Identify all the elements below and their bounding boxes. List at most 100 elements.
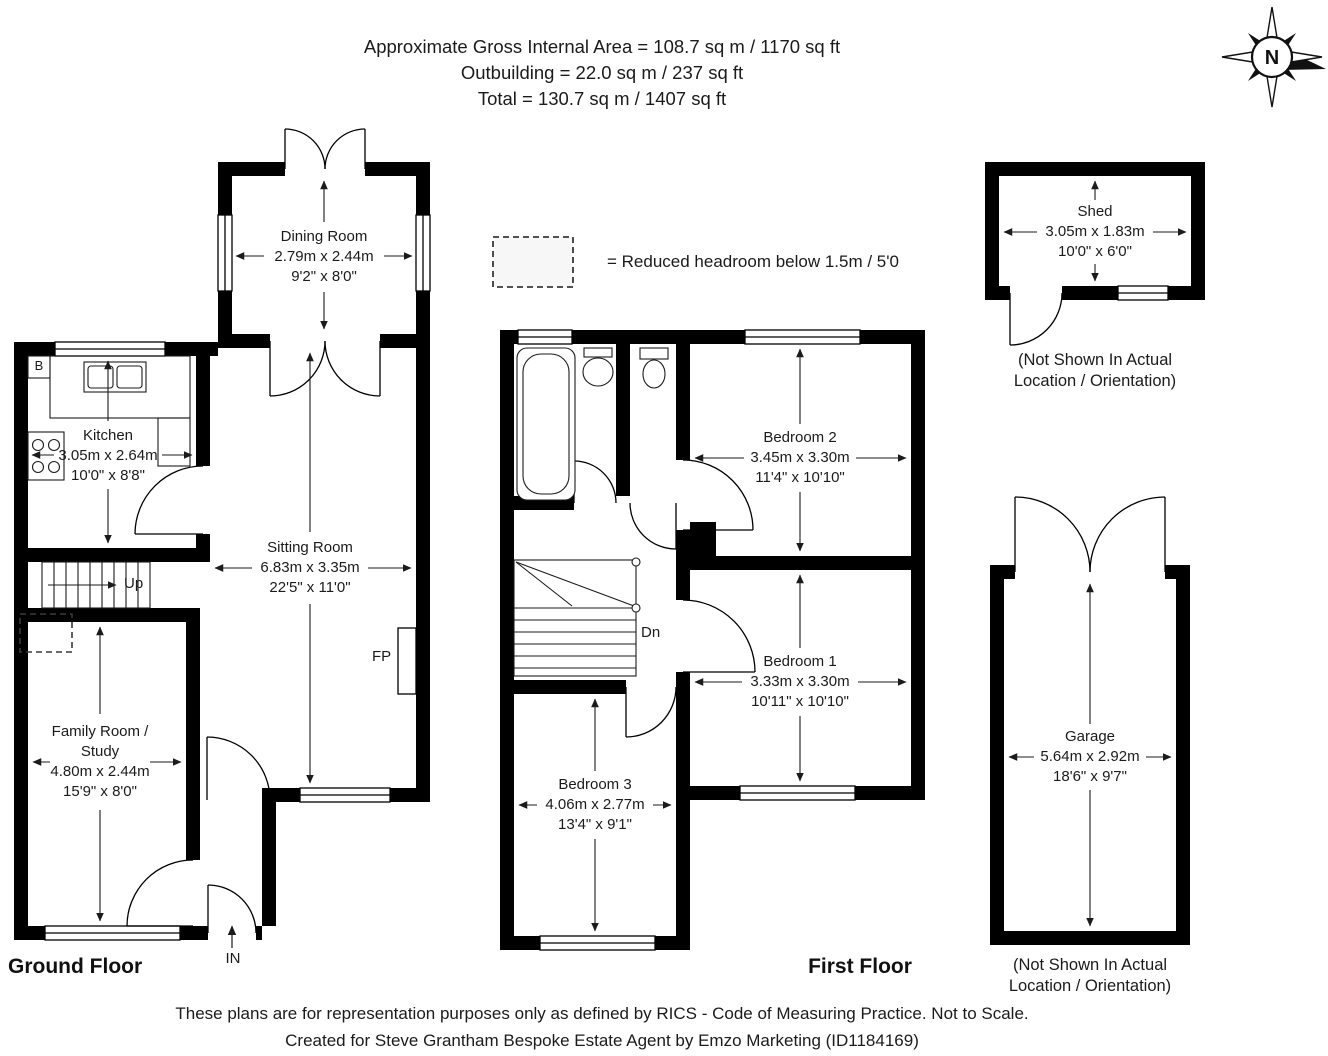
- legend-label: = Reduced headroom below 1.5m / 5'0: [607, 252, 899, 271]
- room-name: Dining Room: [280, 228, 368, 245]
- door-swing-icon: [682, 459, 754, 531]
- kitchen-label: Kitchen 3.05m x 2.64m 10'0" x 8'8": [58, 426, 157, 486]
- dining-room-label: Dining Room 2.79m x 2.44m 9'2" x 8'0": [274, 227, 373, 287]
- room-name: Family Room /: [51, 723, 149, 740]
- door-swing-icon: [134, 465, 204, 535]
- window-icon: [299, 787, 391, 803]
- window-icon: [517, 329, 573, 345]
- bedroom3-label: Bedroom 3 4.06m x 2.77m 13'4" x 9'1": [545, 775, 644, 835]
- entrance-label: IN: [225, 950, 241, 967]
- shed-walls: [985, 162, 1205, 300]
- ground-floor-doors: [126, 128, 381, 934]
- kitchen-counter-return: [157, 417, 191, 467]
- room-size-imperial: 9'2" x 8'0": [291, 268, 357, 285]
- bathroom-fixtures: [516, 347, 669, 501]
- shed-note: (Not Shown In Actual Location / Orientat…: [1013, 351, 1177, 390]
- window-icon: [54, 341, 166, 357]
- door-swing-icon: [324, 340, 381, 397]
- ground-floor-windows: [44, 214, 431, 941]
- door-swing-icon: [1014, 496, 1091, 573]
- kitchen-sink-icon: [83, 361, 147, 393]
- room-name: Bedroom 2: [763, 429, 837, 446]
- fireplace-label: FP: [372, 648, 392, 665]
- room-size-imperial: 13'4" x 9'1": [558, 816, 632, 833]
- first-floor-title: First Floor: [808, 955, 912, 978]
- door-swing-icon: [284, 128, 326, 170]
- first-floor-walls: [500, 330, 925, 950]
- door-swing-icon: [206, 736, 271, 801]
- window-icon: [217, 214, 233, 292]
- footer-disclaimer: These plans are for representation purpo…: [175, 1004, 1029, 1023]
- window-icon: [744, 329, 861, 345]
- stairs-down-label: Dn: [641, 624, 661, 641]
- window-icon: [44, 925, 181, 941]
- room-size-imperial: 10'0" x 8'8": [71, 467, 145, 484]
- staircase-up: [41, 561, 151, 609]
- first-floor-plan: [500, 329, 925, 951]
- door-swing-icon: [625, 686, 677, 738]
- room-size-metric: 5.64m x 2.92m: [1040, 748, 1140, 765]
- room-name: Kitchen: [82, 427, 134, 444]
- fireplace-icon: [397, 627, 417, 695]
- room-size-imperial: 15'9" x 8'0": [63, 783, 137, 800]
- toilet-icon: [639, 347, 669, 389]
- header-outbuilding-line: Outbuilding = 22.0 sq m / 237 sq ft: [460, 62, 744, 83]
- garage-label: Garage 5.64m x 2.92m 18'6" x 9'7": [1040, 727, 1139, 787]
- shed-dimension-arrows: [1003, 180, 1187, 282]
- family-room-label: Family Room / Study 4.80m x 2.44m 15'9" …: [50, 722, 149, 802]
- door-swing-icon: [1009, 292, 1063, 346]
- legend-sample-box: [492, 236, 574, 288]
- room-size-metric: 4.80m x 2.44m: [50, 763, 150, 780]
- room-size-imperial: 11'4" x 10'10": [755, 469, 845, 486]
- bedroom1-label: Bedroom 1 3.33m x 3.30m 10'11" x 10'10": [750, 652, 849, 712]
- room-name: Bedroom 1: [763, 653, 837, 670]
- window-icon: [739, 785, 856, 801]
- garage-dimension-arrows: [1008, 583, 1172, 927]
- room-name: Shed: [1077, 203, 1113, 220]
- room-name: Sitting Room: [267, 539, 353, 556]
- room-name: Garage: [1064, 728, 1116, 745]
- door-swing-icon: [324, 128, 366, 170]
- window-icon: [415, 214, 431, 292]
- garage-doors: [1014, 496, 1166, 573]
- boiler-box: [27, 355, 51, 379]
- staircase-down: [513, 557, 641, 677]
- shed-label: Shed 3.05m x 1.83m 10'0" x 6'0": [1045, 202, 1144, 262]
- room-size-metric: 2.79m x 2.44m: [274, 248, 374, 265]
- sink-icon: [582, 347, 614, 387]
- room-size-imperial: 18'6" x 9'7": [1053, 768, 1127, 785]
- room-name: Bedroom 3: [558, 776, 632, 793]
- header-area-line: Approximate Gross Internal Area = 108.7 …: [363, 36, 841, 57]
- door-swing-icon: [573, 460, 617, 504]
- door-swing-icon: [629, 502, 677, 550]
- compass-rose-icon: N: [1221, 6, 1326, 108]
- window-icon: [1117, 285, 1169, 301]
- first-floor-windows: [517, 329, 861, 951]
- window-icon: [539, 935, 656, 951]
- door-swing-icon: [207, 884, 257, 934]
- compass-north-label: N: [1265, 47, 1279, 69]
- door-swing-icon: [126, 859, 194, 927]
- room-size-metric: 3.05m x 1.83m: [1045, 223, 1145, 240]
- room-name: Study: [80, 743, 120, 760]
- reduced-headroom-zone: [19, 613, 73, 653]
- bedroom2-label: Bedroom 2 3.45m x 3.30m 11'4" x 10'10": [750, 428, 849, 488]
- door-swing-icon: [682, 599, 756, 673]
- hob-icon: [27, 431, 65, 481]
- shed-plan: [985, 162, 1205, 346]
- kitchen-counter: [49, 355, 191, 419]
- room-size-metric: 6.83m x 3.35m: [260, 559, 360, 576]
- bathtub-icon: [516, 347, 576, 501]
- room-size-imperial: 22'5" x 11'0": [269, 579, 351, 596]
- garage-walls: [990, 565, 1190, 945]
- ground-floor-title: Ground Floor: [8, 955, 143, 978]
- kitchen-fixtures: [27, 355, 191, 481]
- first-floor-dimension-arrows: [518, 348, 907, 932]
- door-swing-icon: [269, 340, 326, 397]
- ground-floor-plan: [14, 128, 431, 948]
- boiler-label: B: [34, 358, 44, 373]
- header-total-line: Total = 130.7 sq m / 1407 sq ft: [477, 88, 727, 109]
- room-size-metric: 3.45m x 3.30m: [750, 449, 850, 466]
